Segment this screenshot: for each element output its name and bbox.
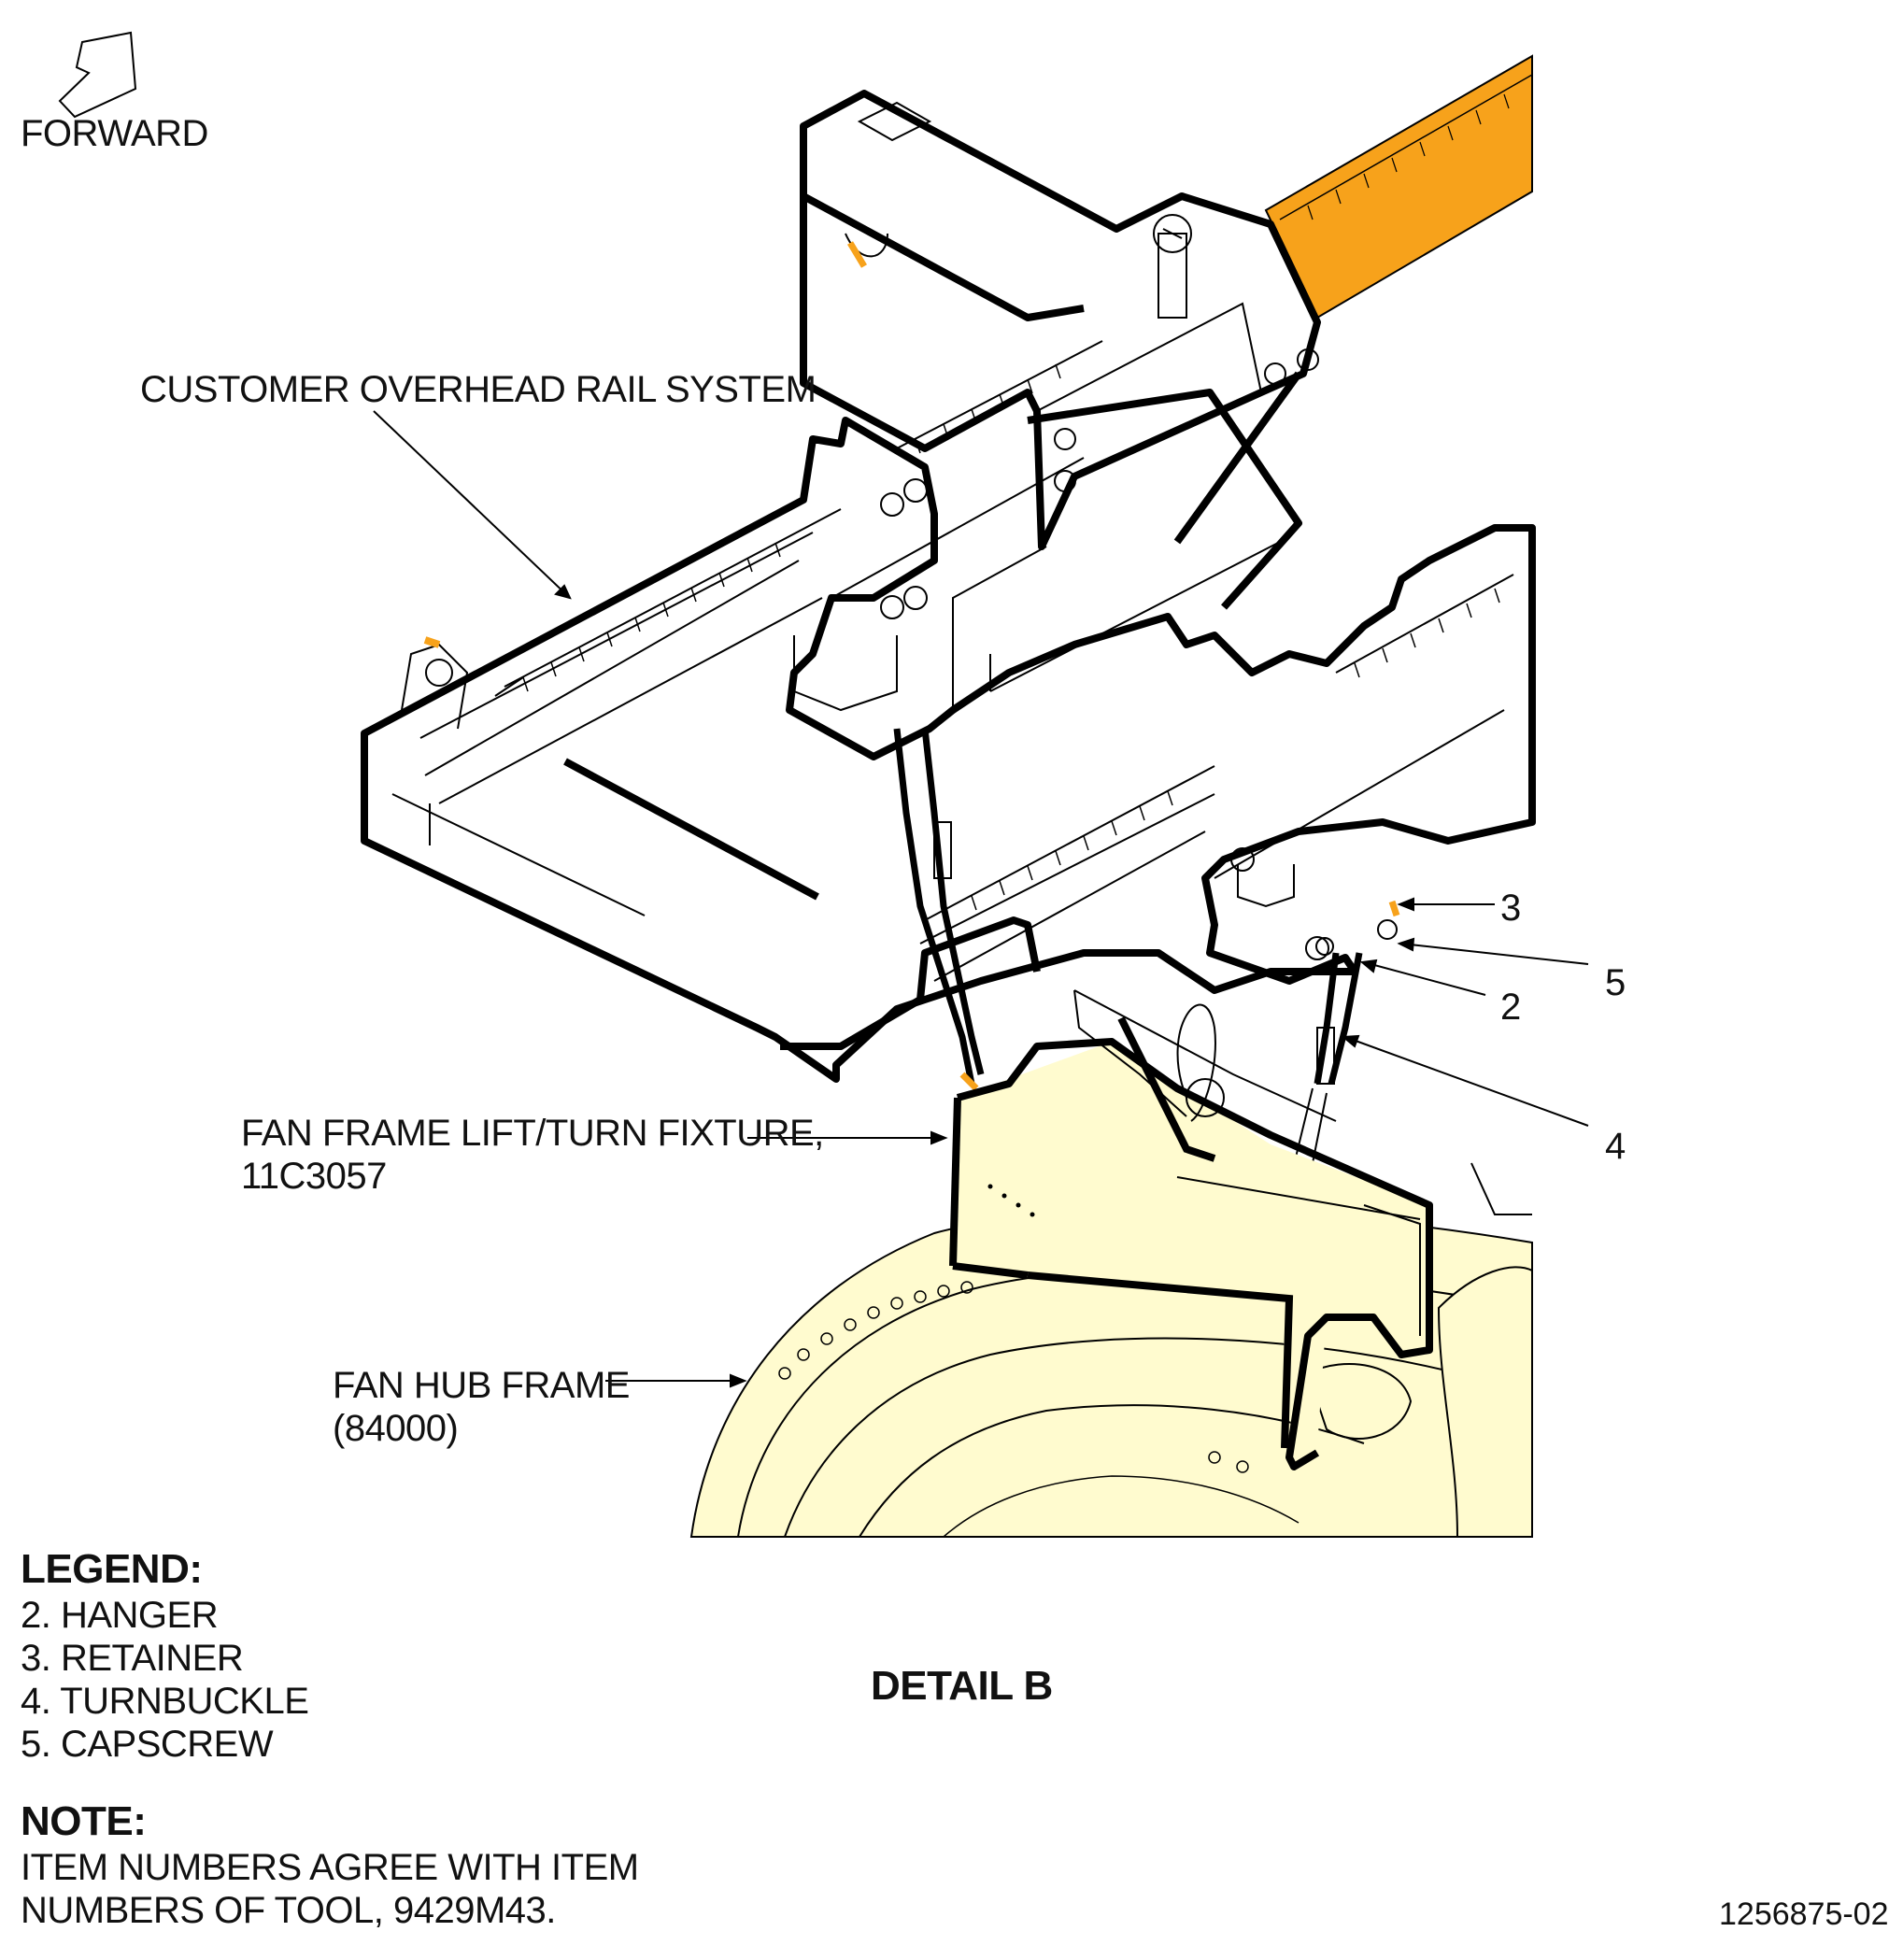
forward-label: FORWARD [21, 113, 208, 154]
callout-4: 4 [1605, 1126, 1626, 1167]
note-text: ITEM NUMBERS AGREE WITH ITEM NUMBERS OF … [21, 1846, 639, 1932]
callout-5: 5 [1605, 962, 1626, 1003]
legend-item: 3. RETAINER [21, 1638, 244, 1679]
rail-system-label: CUSTOMER OVERHEAD RAIL SYSTEM [140, 369, 817, 410]
legend-title: LEGEND: [21, 1546, 203, 1592]
legend-item: 2. HANGER [21, 1595, 219, 1636]
fixture-label-line2: 11C3057 [241, 1156, 387, 1197]
fixture-label-line1: FAN FRAME LIFT/TURN FIXTURE, [241, 1113, 824, 1154]
note-line2: NUMBERS OF TOOL, 9429M43. [21, 1890, 556, 1931]
callout-2: 2 [1500, 987, 1522, 1028]
note-title: NOTE: [21, 1798, 147, 1844]
hub-frame-label: FAN HUB FRAME (84000) [333, 1364, 630, 1450]
overhead-beam [1264, 54, 1533, 320]
figure-id: 1256875-02 [1719, 1896, 1889, 1932]
detail-title: DETAIL B [871, 1663, 1053, 1709]
forward-arrow-icon [58, 31, 137, 119]
legend-item: 5. CAPSCREW [21, 1724, 274, 1765]
note-line1: ITEM NUMBERS AGREE WITH ITEM [21, 1847, 639, 1888]
leader-lines [373, 410, 1589, 1388]
legend-list: 2. HANGER 3. RETAINER 4. TURNBUCKLE 5. C… [21, 1594, 309, 1766]
hub-frame-label-line1: FAN HUB FRAME [333, 1365, 630, 1406]
callout-3: 3 [1500, 888, 1522, 929]
lift-turn-fixture [949, 989, 1433, 1470]
legend-item: 4. TURNBUCKLE [21, 1681, 309, 1722]
fixture-label: FAN FRAME LIFT/TURN FIXTURE, 11C3057 [241, 1112, 824, 1198]
hub-frame-label-line2: (84000) [333, 1408, 459, 1449]
upper-crossbeam [800, 90, 1321, 550]
